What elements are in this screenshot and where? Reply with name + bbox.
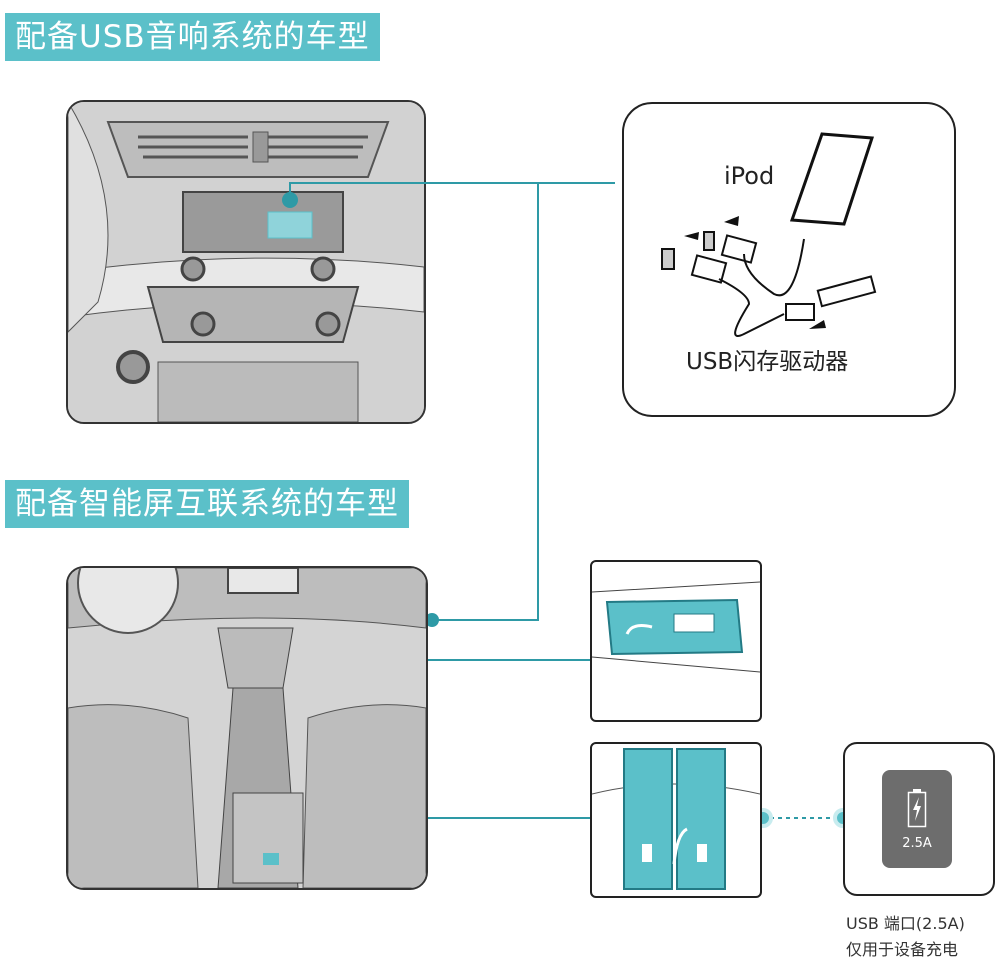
charge-port-badge: 2.5A [882, 770, 952, 868]
charge-port-panel: 2.5A [843, 742, 995, 896]
flash-drive-label: USB闪存驱动器 [686, 349, 849, 375]
section-title-usb-audio: 配备USB音响系统的车型 [5, 13, 380, 61]
current-rating-label: 2.5A [902, 836, 932, 851]
interior-smart-screen-illustration [66, 566, 428, 890]
charge-note-line2: 仅用于设备充电 [846, 940, 959, 959]
usb-port-closeup-rear [590, 742, 762, 898]
battery-charging-icon [907, 789, 927, 828]
usb-devices-panel: iPod USB闪存驱动器 [622, 102, 956, 417]
usb-port-closeup-front [590, 560, 762, 722]
charge-note-line1: USB 端口(2.5A) [846, 914, 965, 933]
usb-cable-illustration [661, 132, 877, 337]
dashboard-audio-illustration [66, 100, 426, 424]
section-title-smart-screen: 配备智能屏互联系统的车型 [5, 480, 409, 528]
ipod-label: iPod [724, 162, 775, 190]
